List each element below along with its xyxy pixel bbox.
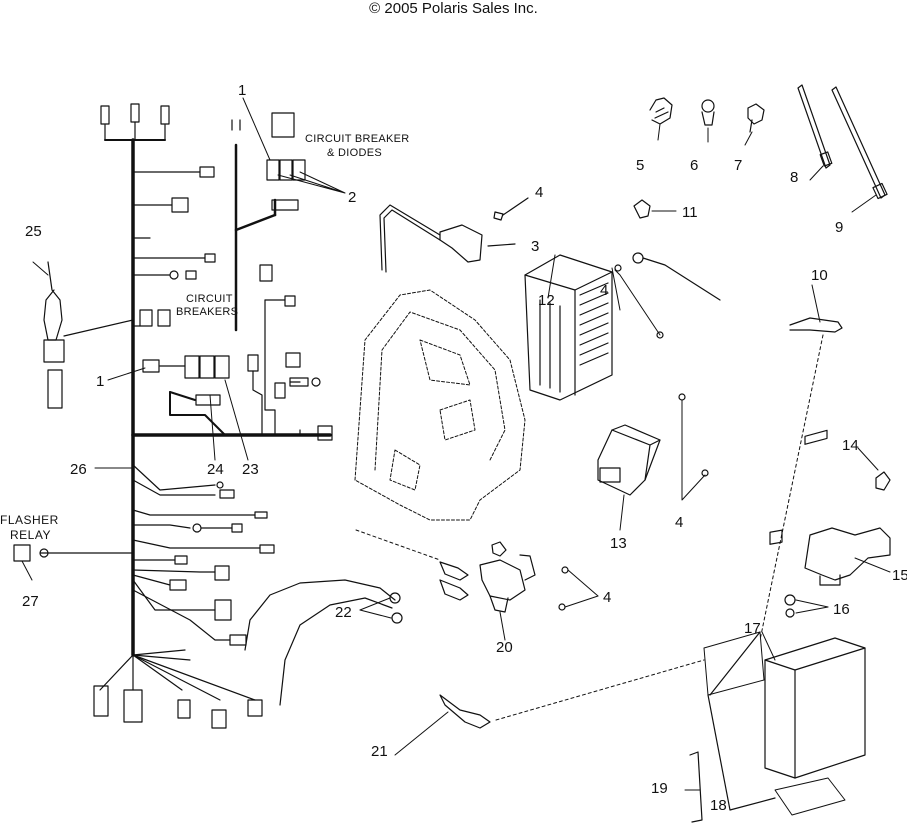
copyright-notice: © 2005 Polaris Sales Inc. [369, 0, 538, 17]
callout-19: 19 [651, 780, 668, 797]
label-flasher-relay-2: RELAY [10, 528, 51, 542]
cable-loop-part-22 [244, 579, 403, 706]
callout-12: 12 [538, 292, 555, 309]
vent-tube-part-19 [684, 751, 703, 823]
label-flasher-relay-1: FLASHER [0, 513, 59, 527]
callout-4-cdi: 4 [675, 514, 683, 531]
callout-labels: 1 2 3 4 4 4 4 5 6 7 8 9 10 11 12 13 14 1… [0, 82, 907, 814]
label-circuit-breaker-diodes-2: & DIODES [327, 147, 382, 159]
solenoid-part-20 [355, 529, 599, 641]
callout-4-regulator: 4 [600, 282, 608, 299]
callout-1-lower: 1 [96, 373, 104, 390]
callout-13: 13 [610, 535, 627, 552]
label-circuit-breaker-diodes-1: CIRCUIT BREAKER [305, 133, 410, 145]
callout-6: 6 [690, 157, 698, 174]
callout-14: 14 [842, 437, 859, 454]
callout-23: 23 [242, 461, 259, 478]
callout-22: 22 [335, 604, 352, 621]
callout-2: 2 [348, 189, 356, 206]
callout-5: 5 [636, 157, 644, 174]
screws-part-16 [784, 594, 829, 618]
callout-1-upper: 1 [238, 82, 246, 99]
battery-part-17 [495, 429, 866, 816]
callout-17: 17 [744, 620, 761, 637]
callout-26: 26 [70, 461, 87, 478]
bracket-parts-14-15 [804, 447, 891, 586]
callout-11: 11 [682, 204, 698, 221]
cable-part-10 [632, 199, 843, 641]
callout-3: 3 [531, 238, 539, 255]
callout-10: 10 [811, 267, 828, 284]
callout-16: 16 [833, 601, 850, 618]
callout-8: 8 [790, 169, 798, 186]
callout-15: 15 [892, 567, 907, 584]
hood-outline [354, 289, 526, 521]
small-fasteners-5-6-7 [649, 97, 765, 146]
switch-bracket-part-3 [379, 197, 529, 273]
callout-4-top: 4 [535, 184, 543, 201]
callout-20: 20 [496, 639, 513, 656]
voltage-regulator-part-12 [524, 254, 664, 401]
callout-9: 9 [835, 219, 843, 236]
leader-lines [21, 97, 346, 581]
callout-7: 7 [734, 157, 742, 174]
rods-8-9 [797, 84, 888, 213]
label-circuit-breakers-2: BREAKERS [176, 306, 238, 318]
callout-21: 21 [371, 743, 388, 760]
callout-27: 27 [22, 593, 39, 610]
battery-cable-part-21 [394, 694, 491, 756]
fuse-connector-part-25 [43, 261, 134, 409]
callout-4-solenoid: 4 [603, 589, 611, 606]
callout-24: 24 [207, 461, 224, 478]
label-circuit-breakers-1: CIRCUIT [186, 293, 233, 305]
wire-harness [13, 103, 333, 729]
callout-18: 18 [710, 797, 727, 814]
callout-25: 25 [25, 223, 42, 240]
cdi-box-part-13 [597, 393, 709, 531]
